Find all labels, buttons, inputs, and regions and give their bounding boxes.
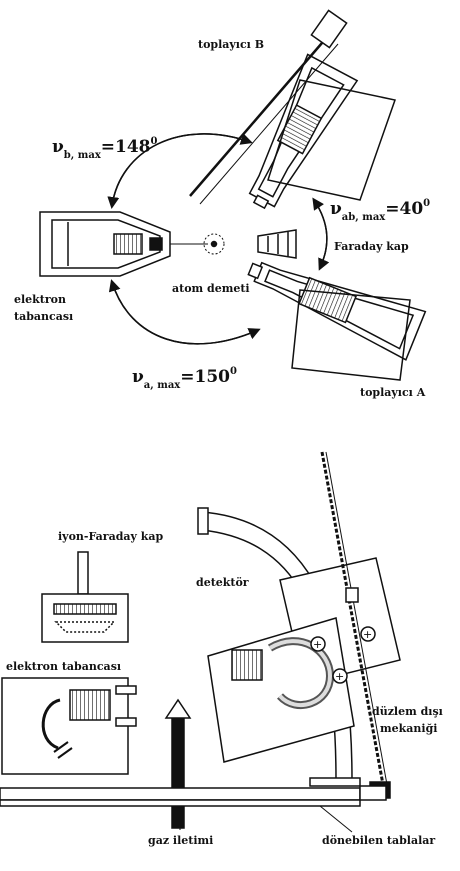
svg-text:+: +: [363, 628, 372, 641]
top-diagram: [39, 9, 427, 381]
rotating-assembly: + + +: [207, 557, 401, 763]
faraday-cup-label: Faraday kap: [334, 240, 409, 253]
out-of-plane-rod: [320, 451, 386, 791]
collector-b-label: toplayıcı B: [198, 38, 264, 51]
rotatable-tables-label: dönebilen tablalar: [322, 834, 435, 847]
angle-ab-label: νab, max=400: [330, 198, 430, 223]
svg-text:+: +: [313, 638, 322, 651]
rotatable-tables: [0, 777, 387, 807]
collector-b: [248, 53, 359, 210]
electron-gun-label-1: elektron: [14, 293, 66, 306]
electron-gun-bottom-label: elektron tabancası: [6, 660, 121, 673]
bottom-diagram: + + +: [0, 451, 401, 833]
detector-label: detektör: [196, 576, 249, 589]
ion-faraday-cup-label: iyon-Faraday kap: [58, 530, 164, 543]
collector-a: [247, 261, 427, 361]
out-of-plane-label-2: mekaniği: [380, 722, 437, 735]
gas-inlet: [164, 698, 192, 829]
gas-inlet-label: gaz iletimi: [148, 834, 213, 847]
out-of-plane-label-1: düzlem dışı: [372, 705, 443, 718]
electron-gun-label-2: tabancası: [14, 310, 73, 323]
svg-text:+: +: [335, 670, 344, 683]
electron-gun-box: [1, 677, 137, 775]
electron-gun-top: [39, 211, 171, 277]
interaction-region: [203, 233, 225, 255]
collector-a-label: toplayıcı A: [360, 386, 426, 399]
faraday-cup-top: [257, 229, 297, 259]
atom-beam-label: atom demeti: [172, 282, 250, 295]
angle-a-label: νa, max=1500: [132, 366, 237, 391]
ion-faraday-cup: [41, 551, 129, 643]
angle-b-label: νb, max=1480: [52, 136, 158, 161]
